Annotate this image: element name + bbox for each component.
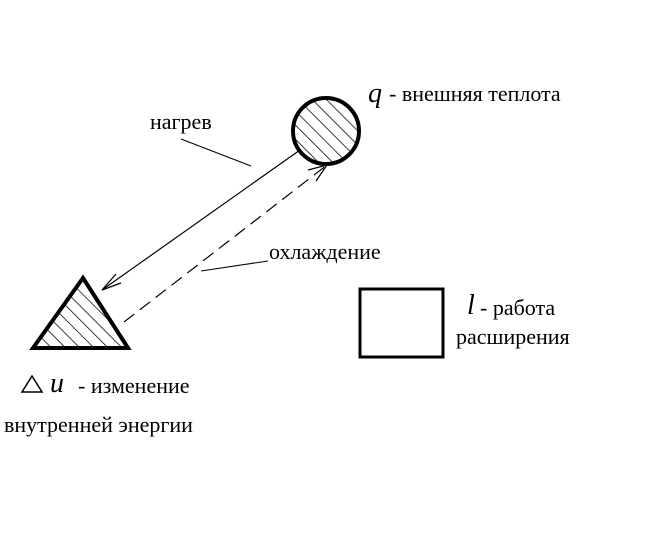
heat-label: - внешняя теплота bbox=[389, 81, 561, 106]
heating-label: нагрев bbox=[150, 109, 212, 134]
heating-leader-line bbox=[180, 138, 252, 167]
cooling-label: охлаждение bbox=[269, 239, 381, 264]
energy-label-line1: - изменение bbox=[78, 373, 190, 398]
heating-arrow bbox=[101, 149, 301, 291]
work-label-line1: - работа bbox=[480, 295, 555, 320]
work-square-icon bbox=[358, 287, 445, 359]
heat-circle-icon bbox=[291, 96, 361, 166]
work-symbol: l bbox=[467, 290, 475, 321]
heat-symbol: q bbox=[368, 78, 382, 109]
delta-icon bbox=[20, 374, 44, 393]
energy-label-line2: внутренней энергии bbox=[4, 412, 193, 437]
work-label-line2: расширения bbox=[456, 324, 570, 349]
cooling-leader-line bbox=[200, 260, 269, 272]
energy-triangle-icon bbox=[29, 274, 132, 350]
energy-symbol: u bbox=[50, 368, 64, 399]
